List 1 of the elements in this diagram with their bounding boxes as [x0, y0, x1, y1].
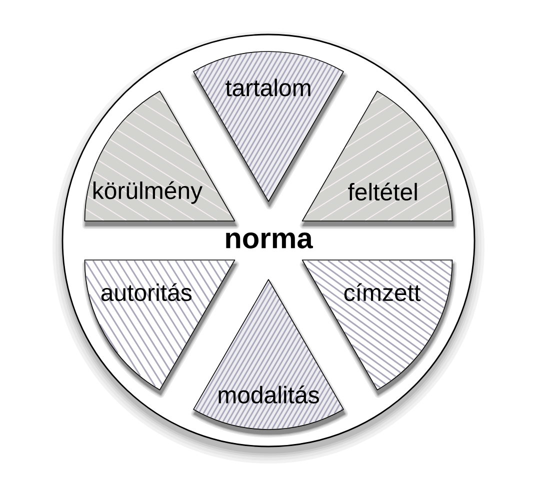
node-label: autoritás [101, 283, 192, 302]
